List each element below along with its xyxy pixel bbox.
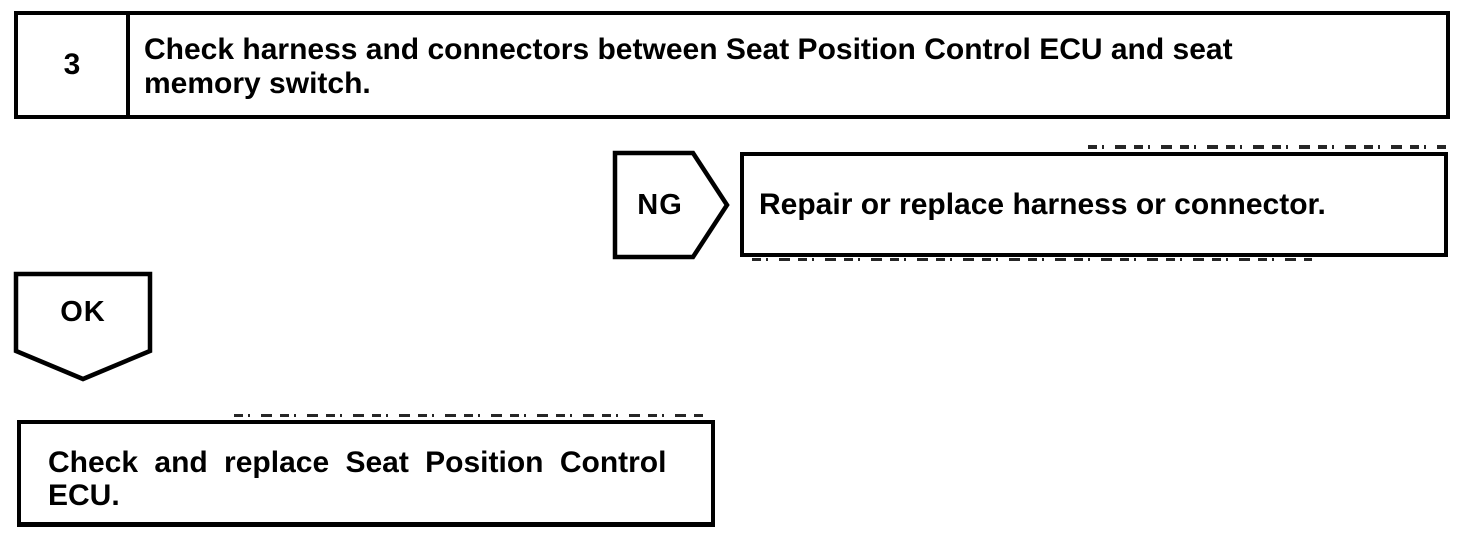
scan-artifact — [234, 414, 704, 417]
step-number-cell: 3 — [18, 15, 130, 115]
scan-artifact — [1088, 145, 1446, 149]
repair-action-box: Repair or replace harness or connector. — [740, 152, 1448, 257]
ng-pentagon-shape — [612, 150, 730, 260]
ecu-action-box: Check and replace Seat Position Control … — [17, 420, 715, 527]
repair-action-text: Repair or replace harness or connector. — [759, 187, 1326, 221]
step-instruction-line-2: memory switch. — [144, 67, 371, 100]
step-box: 3 Check harness and connectors between S… — [14, 11, 1450, 119]
ok-label: OK — [60, 296, 106, 328]
step-instruction: Check harness and connectors between Sea… — [130, 15, 1233, 115]
ng-connector: NG — [612, 150, 730, 260]
step-instruction-line-1: Check harness and connectors between Sea… — [144, 33, 1233, 66]
ok-pentagon-shape — [13, 271, 153, 382]
ecu-action-line-2: ECU. — [48, 479, 120, 512]
scan-artifact — [752, 258, 1312, 261]
step-number: 3 — [63, 48, 81, 81]
ng-label: NG — [637, 189, 683, 221]
ecu-action-line-1: Check and replace Seat Position Control — [48, 446, 667, 479]
ok-connector: OK — [13, 271, 153, 383]
